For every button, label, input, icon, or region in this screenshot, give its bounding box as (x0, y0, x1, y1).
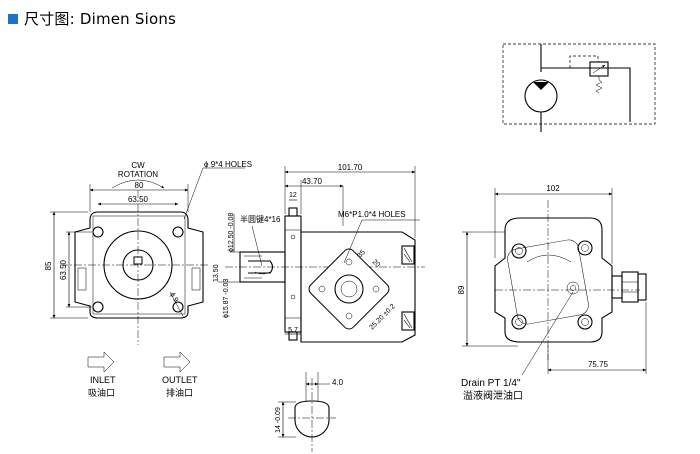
rear-view: 102 89 75.75 Drain PT 1/4" 溢液阀泄油口 (457, 184, 647, 402)
half-key-label: 半圆键4*16 (240, 214, 281, 224)
front-view: CW ROTATION ϕ 9*4 HOLES 80 63.50 85 63.5… (44, 160, 252, 345)
relief-valve-icon (589, 61, 609, 94)
outlet-label-cn: 排油口 (166, 387, 193, 398)
dim-phi9: ϕ 9 (168, 292, 179, 304)
holes-label: ϕ 9*4 HOLES (204, 160, 252, 169)
outlet-label: OUTLET (162, 375, 198, 385)
dim-101-70: 101.70 (338, 163, 363, 172)
dim-14: 14 -0.09 (275, 407, 282, 433)
pilot-line (569, 55, 599, 68)
dim-89: 89 (457, 285, 466, 294)
shaft-detail: 4.0 14 -0.09 (275, 372, 344, 452)
dim-102: 102 (546, 184, 560, 193)
dim-43-70: 43.70 (302, 177, 323, 186)
dim-35: 35 (356, 249, 367, 260)
inlet-label: INLET (90, 375, 116, 385)
dim-key: ϕ12.50 -0.08 (228, 213, 235, 252)
rotation-label-cw: CW (131, 161, 145, 170)
page-title: 尺寸图: Dimen Sions (24, 10, 177, 28)
dim-12: 12 (289, 192, 297, 199)
schematic-boundary (502, 43, 656, 125)
title-square-icon (8, 13, 18, 24)
dim-85: 85 (44, 261, 53, 270)
dim-80: 80 (135, 181, 144, 190)
dim-phi-shaft: ϕ15.87 -0.03 (223, 279, 230, 318)
inlet-label-cn: 吸油口 (88, 387, 115, 398)
dim-63-50-top: 63.50 (128, 195, 149, 204)
pump-symbol-icon (524, 79, 558, 113)
side-view: 101.70 43.70 12 5.7 ϕ12.50 -0.08 13.50 ϕ… (213, 163, 425, 343)
dim-4-0: 4.0 (332, 378, 344, 387)
drain-line (541, 67, 631, 122)
rotation-label-text: ROTATION (118, 170, 158, 179)
inlet-arrow-icon (87, 351, 115, 373)
dim-63-50-side: 63.50 (59, 259, 68, 280)
dim-5-7: 5.7 (288, 327, 298, 334)
drain-label: Drain PT 1/4" (461, 378, 521, 389)
m6-holes-label: M6*P1.0*4 HOLES (338, 210, 406, 219)
outlet-arrow-icon (163, 351, 191, 373)
dim-75-75: 75.75 (588, 360, 609, 369)
flow-labels: INLET 吸油口 OUTLET 排油口 (87, 351, 198, 398)
drain-label-cn: 溢液阀泄油口 (463, 389, 523, 402)
dim-13-50: 13.50 (213, 264, 220, 282)
page-header: 尺寸图: Dimen Sions (8, 8, 176, 29)
hydraulic-schematic (502, 43, 656, 132)
dim-20: 20 (371, 258, 382, 269)
